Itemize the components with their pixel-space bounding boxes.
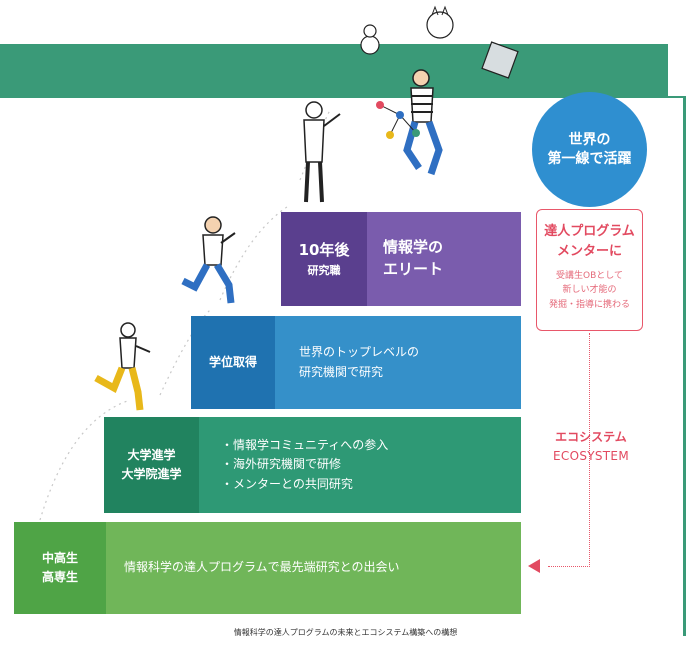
ecosystem-label-en: ECOSYSTEM [553,449,629,463]
figure-caption: 情報科学の達人プログラムの未来とエコシステム構築への構想 [233,628,458,637]
frame-top-line [0,96,684,98]
ecosystem-dotted-line [589,333,590,565]
step4-label-small: 研究職 [307,264,341,278]
step1-description: 情報科学の達人プログラムで最先端研究との出会い [124,560,400,575]
step1-label: 中高生 高専生 [14,522,106,614]
ecosystem-label-jp: エコシステム [555,430,627,444]
snowman-toy-icon [360,24,380,55]
cat-toy-icon [426,5,454,39]
dotted-path [39,109,331,521]
step4-description: 情報学の エリート [383,238,444,278]
runner-figure-2 [181,216,236,304]
robot-toy-icon [481,41,519,79]
mentor-title: 達人プログラム メンターに [544,224,635,259]
step2-label: 大学進学 大学院進学 [104,417,199,513]
mentor-subtitle: 受講生OBとして 新しい才能の 発掘・指導に携わる [548,271,630,310]
step-junior-high: 中高生 高専生 情報科学の達人プログラムで最先端研究との出会い [14,522,521,614]
step-degree: 学位取得 世界のトップレベルの 研究機関で研究 [191,316,521,409]
mentor-box: 達人プログラム メンターに 受講生OBとして 新しい才能の 発掘・指導に携わる [536,209,643,331]
step3-label: 学位取得 [191,316,275,409]
step4-label-big: 10年後 [298,240,350,259]
standing-figure [303,101,341,203]
globe-badge: 世界の 第一線で活躍 [532,92,647,207]
ecosystem-label: エコシステム ECOSYSTEM [535,428,647,463]
step4-label: 10年後 研究職 [281,212,367,306]
molecule-icon [376,101,420,139]
frame-right-line [683,96,686,636]
runner-figure-1 [94,322,151,411]
arrow-left-icon [528,559,540,573]
jumping-figure [403,69,443,176]
step3-description: 世界のトップレベルの 研究機関で研究 [299,345,420,379]
top-banner [0,44,668,96]
step2-description: ・情報学コミュニティへの参入 ・海外研究機関で研修 ・メンターとの共同研究 [221,438,389,491]
ecosystem-dotted-connector [548,566,590,567]
step-university: 大学進学 大学院進学 ・情報学コミュニティへの参入 ・海外研究機関で研修 ・メン… [104,417,521,513]
step-ten-years: 10年後 研究職 情報学の エリート [281,212,521,306]
